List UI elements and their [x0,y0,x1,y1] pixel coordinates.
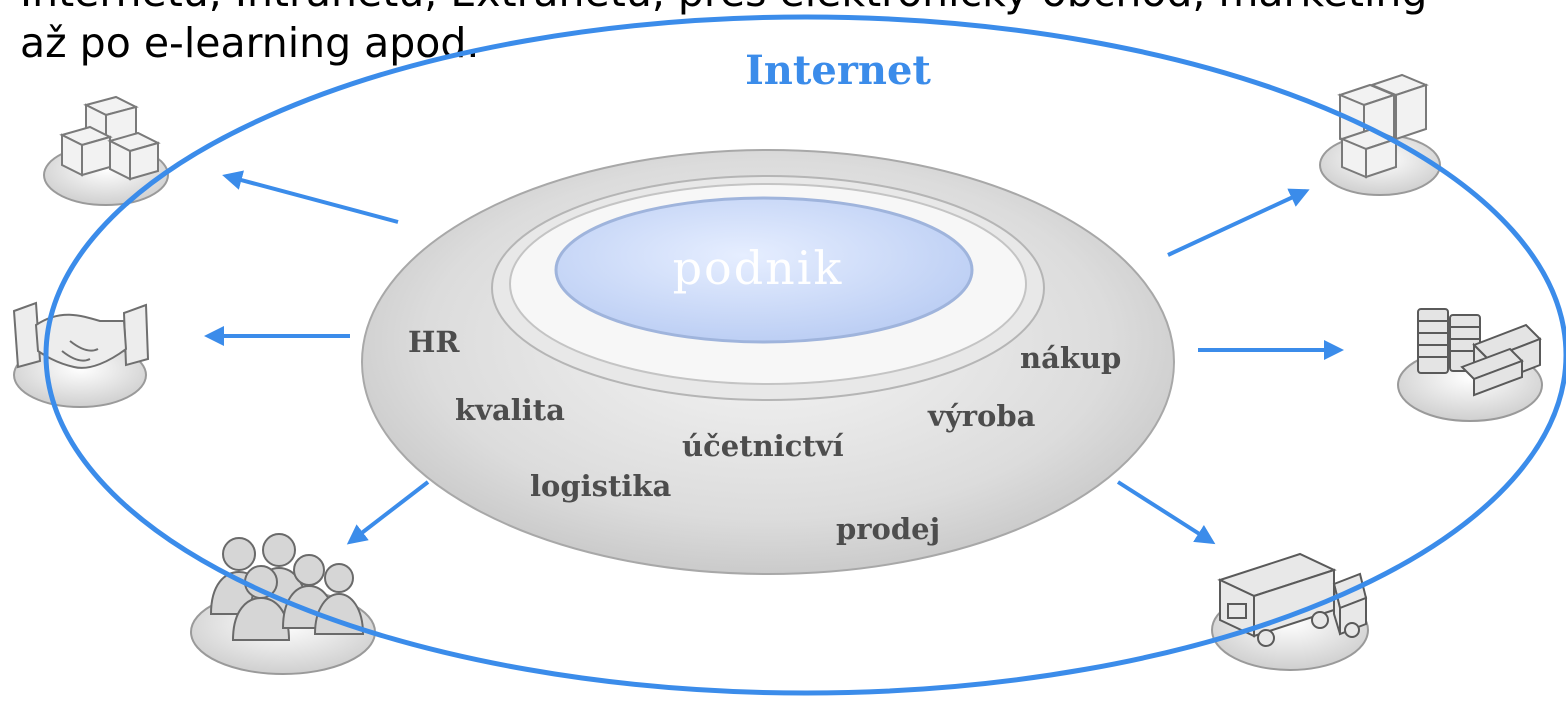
internet-label: Internet [745,47,931,94]
arrow-to-employees [346,480,430,545]
dept-kvalita: kvalita [455,393,565,427]
dept-vyroba: výroba [927,399,1036,433]
core-ellipse [554,196,974,344]
coins-cards-icon [1397,308,1543,422]
dept-hr: HR [408,325,460,359]
arrow-to-logistics [1116,480,1216,545]
intro-line-2: až po e-learning apod. [20,19,480,67]
dept-logistika: logistika [530,469,671,503]
intro-line-1: Internetu, Intranetu, Extranetu, přes el… [20,0,1427,13]
arrow-to-suppliers-right [1167,188,1310,257]
intro-paragraph: Internetu, Intranetu, Extranetu, přes el… [20,0,1427,64]
arrow-to-suppliers-left [222,170,399,224]
truck-icon [1211,552,1369,671]
boxes-icon [43,95,169,206]
dept-prodej: prodej [836,512,940,546]
internet-ring [43,14,1566,696]
enterprise-disc [361,149,1175,575]
people-icon [190,533,376,675]
core-label: podnik [673,241,844,295]
dept-nakup: nákup [1020,341,1121,375]
handshake-icon [12,301,150,408]
dept-ucetnictvi: účetnictví [682,429,844,463]
